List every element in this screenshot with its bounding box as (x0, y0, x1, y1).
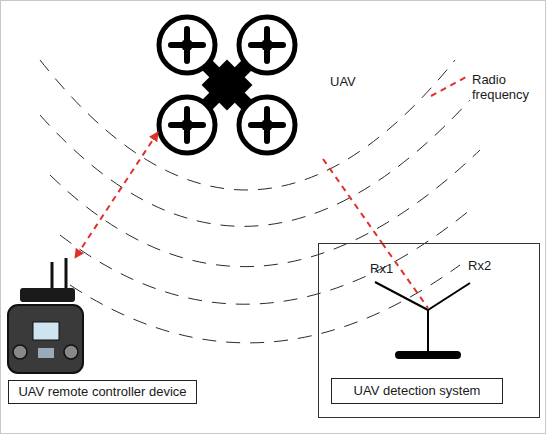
antenna-arm (375, 282, 428, 310)
drone-node: UAV (158, 8, 323, 163)
legend-label: Radio frequency (472, 72, 534, 102)
radio-waves (40, 60, 480, 343)
wave-arc (70, 265, 460, 343)
rotor-ring (239, 97, 295, 153)
controller-box: UAV remote controller device (5, 258, 200, 408)
control-stick (64, 345, 78, 359)
controller-screen (33, 322, 59, 340)
node-label: UAV detection system (331, 378, 503, 404)
wave-arc (50, 150, 480, 267)
rotor-ring (239, 17, 295, 73)
control-stick (13, 345, 27, 359)
controller-illustration (8, 258, 83, 373)
rf-link-connector (323, 159, 382, 243)
node-label: UAV (330, 74, 356, 89)
rotor-hub (181, 39, 193, 51)
drone-rotors (159, 17, 295, 153)
drone-body (202, 60, 253, 111)
wave-arc (60, 210, 470, 304)
node-label: UAV remote controller device (8, 380, 197, 404)
wave-arc (40, 60, 455, 190)
controller-switch (38, 348, 54, 358)
antenna-symbol (375, 282, 470, 352)
controller-handle (20, 288, 75, 302)
antenna-arm (428, 283, 470, 310)
legend-swatch (428, 62, 472, 112)
legend-line-sample (431, 76, 468, 96)
detection-system-box: UAV detection system (318, 243, 540, 418)
rf-link-connector (75, 132, 158, 258)
drone-illustration (0, 0, 295, 153)
antenna-label: Rx2 (468, 258, 491, 273)
rotor-hub (261, 39, 273, 51)
rotor-hub (261, 119, 273, 131)
controller-body (8, 305, 83, 373)
propellers (171, 29, 283, 141)
rotor-hub (181, 119, 193, 131)
antenna-label: Rx1 (370, 261, 393, 276)
legend-item: Radio frequency (428, 62, 546, 112)
rotor-hubs (181, 39, 273, 131)
antenna-base (395, 351, 461, 359)
antenna-mast (427, 310, 429, 352)
rotor-ring (159, 17, 215, 73)
rotor-ring (159, 97, 215, 153)
